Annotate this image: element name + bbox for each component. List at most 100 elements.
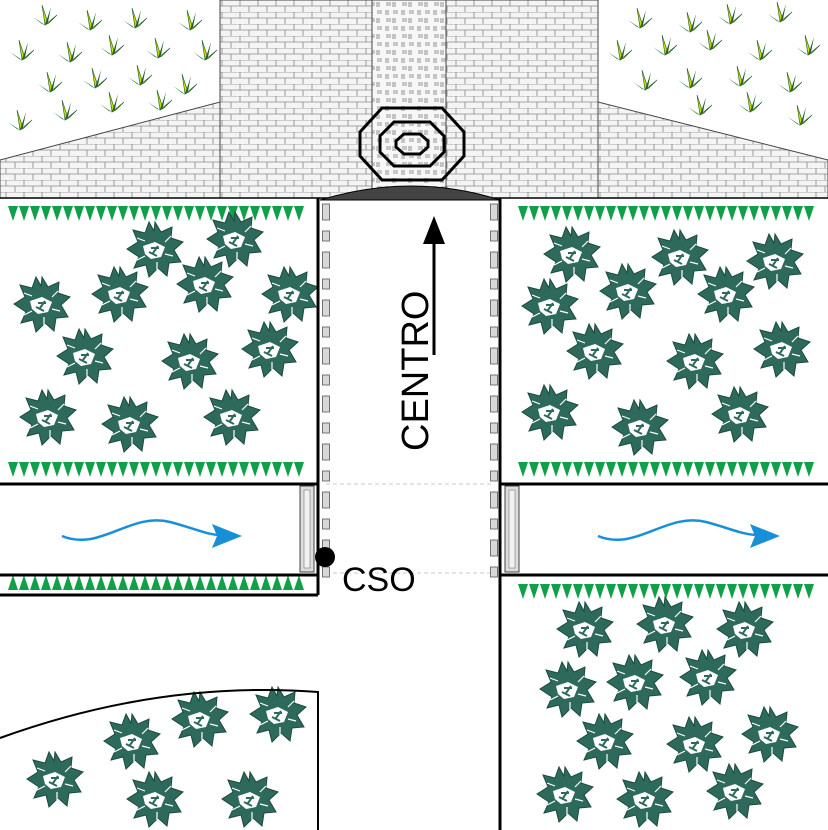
hedge-triangle bbox=[41, 206, 51, 221]
hedge-triangle bbox=[562, 584, 572, 599]
hedge-triangle bbox=[173, 575, 183, 590]
hedge-triangle bbox=[228, 575, 238, 590]
hedge-triangle bbox=[595, 206, 605, 221]
flow-arrow-left bbox=[61, 519, 242, 548]
hedge-triangle bbox=[85, 206, 95, 221]
hedge-triangle bbox=[804, 462, 814, 477]
hedge-triangle bbox=[639, 462, 649, 477]
hedge-triangle bbox=[782, 462, 792, 477]
hedge-triangle bbox=[617, 462, 627, 477]
hedge-triangle bbox=[694, 584, 704, 599]
hedge-triangle bbox=[239, 206, 249, 221]
hedge-triangle bbox=[217, 206, 227, 221]
hedge-triangle bbox=[551, 462, 561, 477]
hedge-triangle bbox=[529, 206, 539, 221]
hedge-triangle bbox=[162, 575, 172, 590]
hedge-triangle bbox=[650, 584, 660, 599]
hedge-triangle bbox=[118, 462, 128, 477]
hedge-triangle bbox=[738, 206, 748, 221]
hedge-triangle bbox=[272, 575, 282, 590]
hedge-triangle bbox=[140, 206, 150, 221]
curb-post bbox=[490, 374, 498, 386]
curb-post bbox=[322, 518, 330, 530]
hedge-triangle bbox=[760, 462, 770, 477]
hedge-triangle bbox=[804, 206, 814, 221]
hedge-triangle bbox=[19, 575, 29, 590]
hedge-triangle bbox=[228, 462, 238, 477]
hedge-triangle bbox=[804, 584, 814, 599]
hedge-triangle bbox=[30, 462, 40, 477]
gate-panels bbox=[299, 485, 520, 573]
hedge-triangle bbox=[294, 575, 304, 590]
hedge-triangle bbox=[85, 462, 95, 477]
hedge-triangle bbox=[738, 462, 748, 477]
hedge-triangle bbox=[661, 584, 671, 599]
hedge-triangle bbox=[716, 206, 726, 221]
hedge-rows bbox=[8, 206, 814, 599]
hedge-triangle bbox=[272, 462, 282, 477]
hedge-triangle bbox=[628, 462, 638, 477]
hedge-triangle bbox=[250, 575, 260, 590]
hedge-triangle bbox=[294, 462, 304, 477]
hedge-triangle bbox=[771, 206, 781, 221]
hedge-triangle bbox=[184, 206, 194, 221]
hedge-triangle bbox=[628, 206, 638, 221]
hedge-triangle bbox=[562, 206, 572, 221]
hedge-triangle bbox=[595, 462, 605, 477]
hedge-triangle bbox=[628, 584, 638, 599]
hedge-triangle bbox=[716, 462, 726, 477]
hedge-triangle bbox=[8, 575, 18, 590]
cso-label: CSO bbox=[342, 561, 416, 599]
hedge-triangle bbox=[74, 462, 84, 477]
hedge-triangle bbox=[129, 462, 139, 477]
hedge-triangle bbox=[85, 575, 95, 590]
hedge-triangle bbox=[727, 584, 737, 599]
curb-post bbox=[322, 203, 330, 221]
hedge-triangle bbox=[672, 462, 682, 477]
hedge-triangle bbox=[107, 575, 117, 590]
curb-post bbox=[490, 518, 498, 530]
hedge-triangle bbox=[74, 206, 84, 221]
hedge-triangle bbox=[683, 462, 693, 477]
hedge-triangle bbox=[782, 206, 792, 221]
curb-post bbox=[322, 491, 330, 509]
hedge-triangle bbox=[283, 575, 293, 590]
curb-post bbox=[322, 299, 330, 317]
hedge-triangle bbox=[584, 584, 594, 599]
curb-post bbox=[490, 470, 498, 482]
hedge-triangle bbox=[261, 462, 271, 477]
hedge-triangle bbox=[672, 206, 682, 221]
curb-post bbox=[490, 299, 498, 317]
hedge-triangle bbox=[74, 575, 84, 590]
hedge-triangle bbox=[683, 206, 693, 221]
hedge-triangle bbox=[118, 575, 128, 590]
hedge-triangle bbox=[771, 462, 781, 477]
hedge-triangle bbox=[217, 575, 227, 590]
hedge-triangle bbox=[151, 575, 161, 590]
black-dot-icon bbox=[315, 547, 335, 567]
hedge-triangle bbox=[250, 206, 260, 221]
hedge-triangle bbox=[63, 462, 73, 477]
hedge-triangle bbox=[529, 584, 539, 599]
hedge-triangle bbox=[129, 575, 139, 590]
hedge-triangle bbox=[650, 462, 660, 477]
curb-post bbox=[322, 443, 330, 461]
hedge-triangle bbox=[63, 575, 73, 590]
hedge-triangle bbox=[738, 584, 748, 599]
hedge-triangle bbox=[749, 584, 759, 599]
hedge-triangle bbox=[727, 462, 737, 477]
hedge-triangle bbox=[639, 584, 649, 599]
hedge-triangle bbox=[540, 206, 550, 221]
curb-post bbox=[490, 422, 498, 434]
hedge-triangle bbox=[749, 206, 759, 221]
curb-post bbox=[322, 395, 330, 413]
hedge-triangle bbox=[140, 462, 150, 477]
hedge-triangle bbox=[19, 462, 29, 477]
hedge-triangle bbox=[250, 462, 260, 477]
hedge-triangle bbox=[782, 584, 792, 599]
curb-post bbox=[322, 230, 330, 242]
curb-post bbox=[322, 470, 330, 482]
hedge-triangle bbox=[52, 462, 62, 477]
